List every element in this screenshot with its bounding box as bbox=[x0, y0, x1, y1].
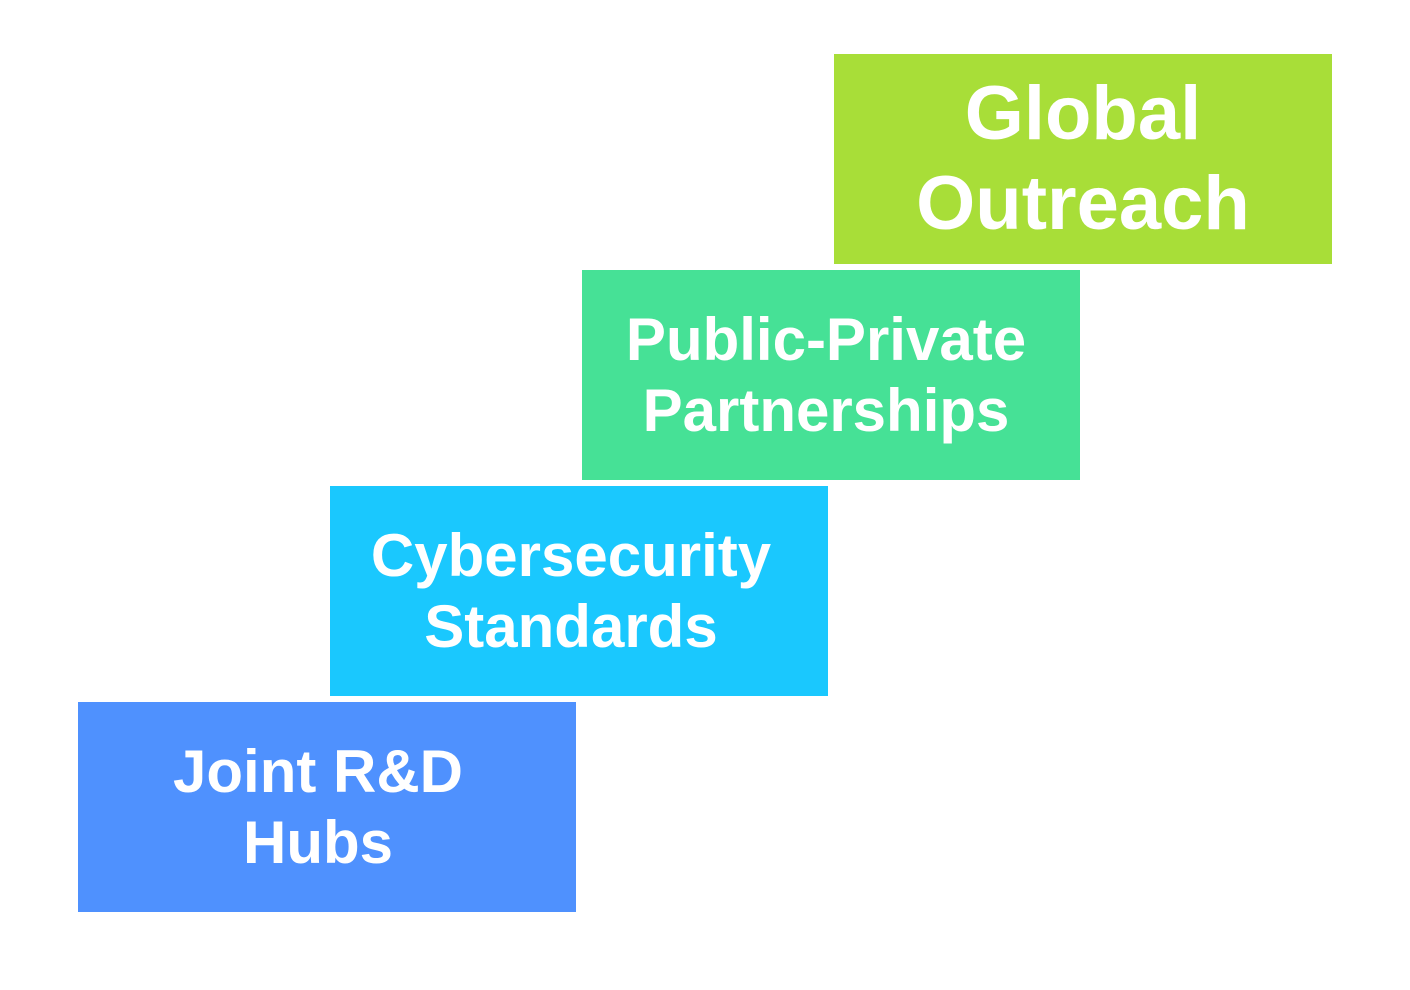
step-label-line1: Public-Private bbox=[625, 306, 1027, 373]
step-label-line2: Partnerships bbox=[642, 377, 1010, 444]
step-label-line2: Outreach bbox=[916, 161, 1250, 246]
step-label-line1: Joint R&D bbox=[173, 738, 463, 805]
step-global-outreach: Global Outreach bbox=[834, 54, 1332, 264]
step-label-line1: Global bbox=[964, 71, 1202, 156]
step-cybersecurity-standards: Cybersecurity Standards bbox=[330, 486, 828, 696]
step-label-line1: Cybersecurity bbox=[370, 522, 772, 589]
step-label-line2: Standards bbox=[424, 593, 718, 660]
step-joint-rd-hubs: Joint R&D Hubs bbox=[78, 702, 576, 912]
step-public-private-partnerships: Public-Private Partnerships bbox=[582, 270, 1080, 480]
step-label-line2: Hubs bbox=[243, 809, 393, 876]
